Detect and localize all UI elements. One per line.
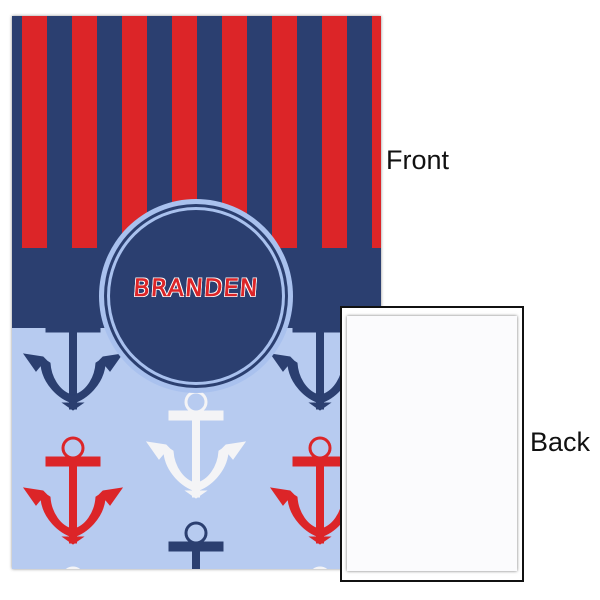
back-blank-sheet: [347, 316, 517, 571]
poster-front-preview: BRANDEN: [12, 16, 381, 569]
poster-design-svg: [12, 16, 381, 569]
monogram-circle: [99, 199, 293, 393]
back-label: Back: [530, 427, 591, 457]
back-preview-frame: [340, 306, 524, 582]
monogram-name: BRANDEN: [132, 274, 260, 303]
front-label: Front: [386, 145, 450, 175]
